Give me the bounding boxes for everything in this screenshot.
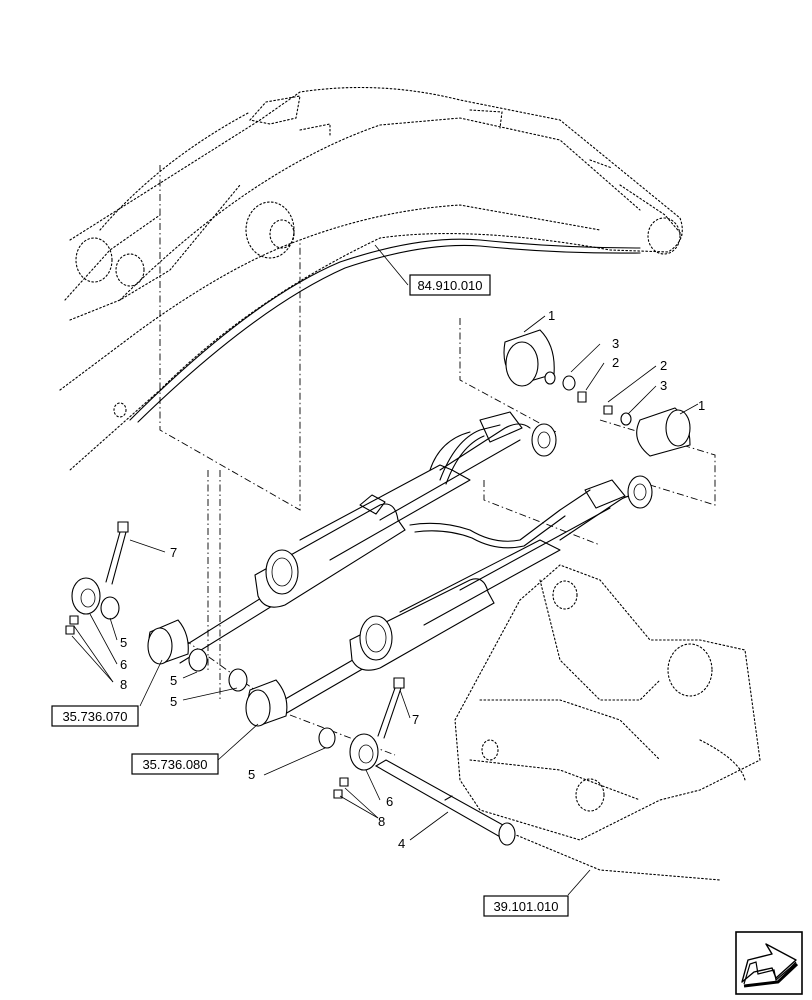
reference-label: 35.736.080	[142, 757, 207, 772]
callout-1: 1	[548, 308, 555, 323]
boom-hose	[129, 238, 641, 421]
callout-2: 2	[660, 358, 667, 373]
callout-5: 5	[170, 694, 177, 709]
callout-6: 6	[386, 794, 393, 809]
reference-35-736-080[interactable]: 35.736.080	[131, 753, 219, 775]
reference-35-736-070[interactable]: 35.736.070	[51, 705, 139, 727]
pin-upper	[503, 329, 587, 403]
hydraulic-hoses	[409, 424, 591, 549]
shim-5-lower	[318, 727, 336, 749]
shim-5-center	[228, 668, 248, 692]
bushing-left	[147, 619, 189, 665]
callout-8: 8	[378, 814, 385, 829]
callout-3: 3	[660, 378, 667, 393]
boom-hose-2	[137, 244, 641, 423]
reference-84-910-010[interactable]: 84.910.010	[409, 274, 491, 296]
next-page-arrow-icon[interactable]	[735, 931, 803, 995]
boom-cylinder-right	[274, 475, 653, 715]
washer-6-right	[349, 733, 379, 771]
callout-3: 3	[612, 336, 619, 351]
callout-4: 4	[398, 836, 405, 851]
callout-labels: 1 3 2 2 3 1 7 5 6 8 5 5 5 7 6 8 4	[120, 308, 705, 851]
boom-cylinder-left	[169, 411, 557, 664]
screws-8-left	[65, 615, 79, 635]
callout-5: 5	[248, 767, 255, 782]
callout-6: 6	[120, 657, 127, 672]
callout-5: 5	[170, 673, 177, 688]
shim-5-left	[100, 596, 120, 620]
reference-label: 39.101.010	[493, 899, 558, 914]
washer-6-left	[71, 577, 101, 615]
callout-2: 2	[612, 355, 619, 370]
pin-4	[374, 759, 516, 846]
boom-outline	[59, 86, 683, 471]
screws-8-right	[333, 777, 349, 799]
callout-7: 7	[412, 712, 419, 727]
callout-5: 5	[120, 635, 127, 650]
reference-label: 35.736.070	[62, 709, 127, 724]
callout-7: 7	[170, 545, 177, 560]
reference-39-101-010[interactable]: 39.101.010	[483, 895, 569, 917]
construction-lines	[159, 165, 716, 756]
bolt-7-left	[105, 521, 129, 585]
callout-8: 8	[120, 677, 127, 692]
callout-1: 1	[698, 398, 705, 413]
pin-lower	[603, 405, 691, 457]
bolt-7-right	[377, 677, 405, 739]
bushing-center	[245, 679, 288, 727]
reference-label: 84.910.010	[417, 278, 482, 293]
leader-lines	[71, 244, 699, 896]
shim-5-mid	[188, 648, 208, 672]
frame-outline	[454, 564, 761, 881]
